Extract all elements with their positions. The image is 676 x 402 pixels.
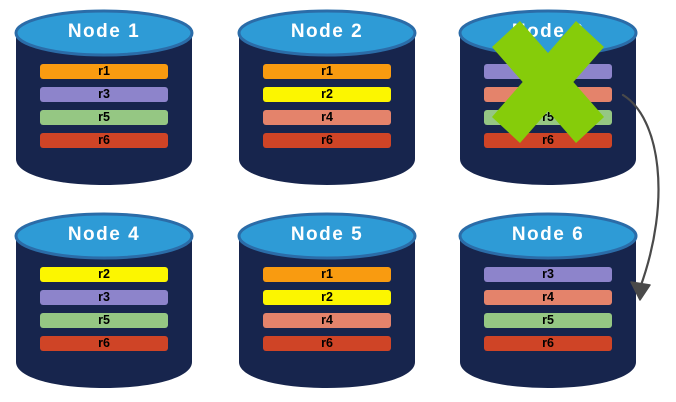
replica-bar[interactable]: r6 (263, 336, 391, 351)
replica-list: r1 r3 r5 r6 (40, 64, 168, 148)
replica-list: r1 r2 r4 r6 (263, 64, 391, 148)
replica-bar[interactable]: r5 (40, 313, 168, 328)
cylinder-top-ellipse (14, 9, 194, 57)
replica-bar[interactable]: r2 (263, 290, 391, 305)
cylinder-top-ellipse (458, 212, 638, 260)
replica-bar[interactable]: r2 (263, 87, 391, 102)
replica-bar[interactable]: r1 (263, 267, 391, 282)
replica-list: r3 r4 r5 r6 (484, 267, 612, 351)
replica-bar[interactable]: r6 (263, 133, 391, 148)
replica-bar[interactable]: r5 (484, 110, 612, 125)
replica-bar[interactable]: r4 (484, 290, 612, 305)
cylinder-top-ellipse (237, 9, 417, 57)
replica-bar[interactable]: r3 (484, 64, 612, 79)
replica-bar[interactable]: r6 (484, 133, 612, 148)
replica-list: r1 r2 r4 r6 (263, 267, 391, 351)
replica-bar[interactable]: r3 (484, 267, 612, 282)
replica-bar[interactable]: r5 (484, 313, 612, 328)
replica-bar[interactable]: r6 (484, 336, 612, 351)
replica-bar[interactable]: r5 (40, 110, 168, 125)
replica-bar[interactable]: r1 (40, 64, 168, 79)
replica-list: r2 r3 r5 r6 (40, 267, 168, 351)
replica-bar[interactable]: r6 (40, 133, 168, 148)
replica-bar[interactable]: r6 (40, 336, 168, 351)
replica-bar[interactable]: r1 (263, 64, 391, 79)
replica-bar[interactable]: r4 (263, 110, 391, 125)
replica-bar[interactable]: r3 (40, 290, 168, 305)
replica-bar[interactable]: r4 (263, 313, 391, 328)
replica-list: r3 r4 r5 r6 (484, 64, 612, 148)
cylinder-top-ellipse (237, 212, 417, 260)
cylinder-top-ellipse (14, 212, 194, 260)
replica-bar[interactable]: r3 (40, 87, 168, 102)
replica-bar[interactable]: r4 (484, 87, 612, 102)
replica-bar[interactable]: r2 (40, 267, 168, 282)
cylinder-top-ellipse (458, 9, 638, 57)
